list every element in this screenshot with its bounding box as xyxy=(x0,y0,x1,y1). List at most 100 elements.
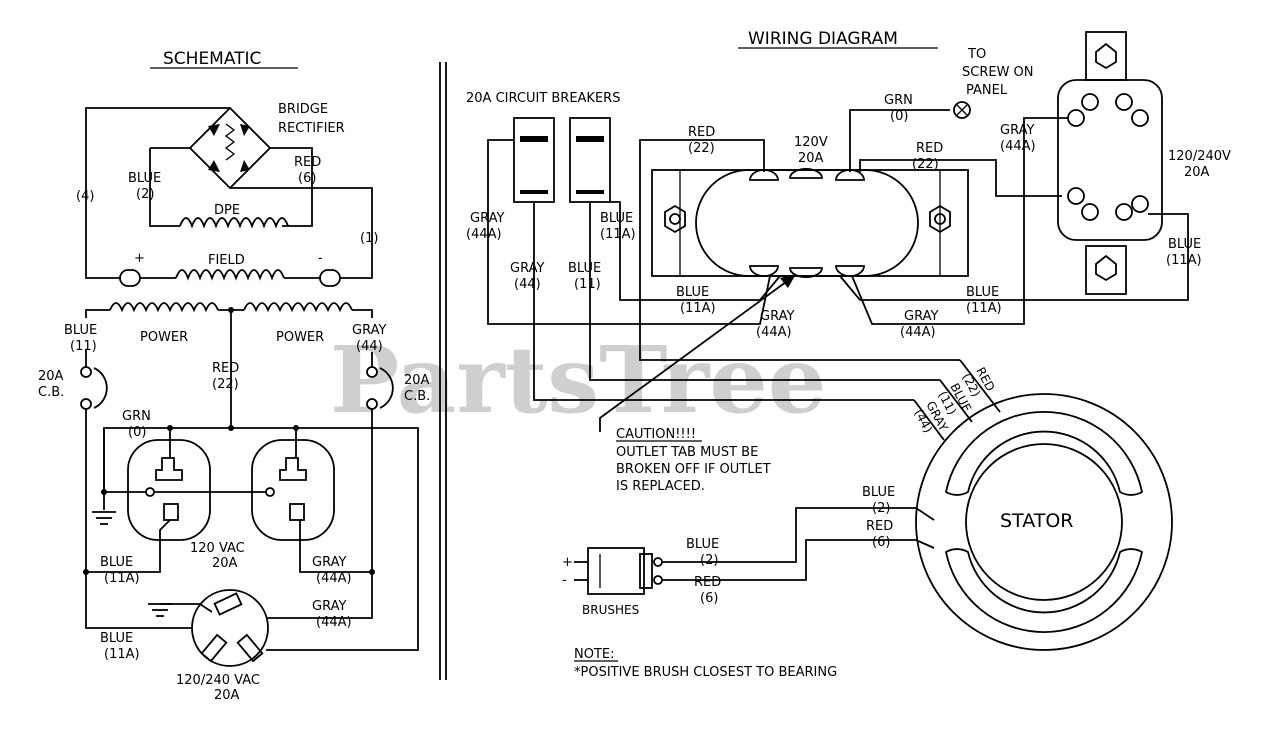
outlet-240v xyxy=(96,589,314,667)
gray-44-label-1: GRAY xyxy=(352,323,386,338)
blue-11a-far-label-2: (11A) xyxy=(1166,253,1202,268)
outlet-120v-label-2: 20A xyxy=(798,151,824,166)
brush-assembly xyxy=(574,547,663,595)
dpe-label: DPE xyxy=(214,203,240,218)
cb-right-label-2: C.B. xyxy=(404,389,430,404)
gray-44a-left-label-2: (44A) xyxy=(466,227,502,242)
outlet-120v-duplex xyxy=(651,167,969,279)
red-22-left-label-1: RED xyxy=(688,125,715,140)
wiring-title: WIRING DIAGRAM xyxy=(748,29,898,49)
gray-44-label-2: (44) xyxy=(356,339,383,354)
outlet-120-label-1: 120 VAC xyxy=(190,541,245,556)
brush-minus: - xyxy=(562,573,567,588)
field-label: FIELD xyxy=(208,253,245,268)
blue-11-label-2: (11) xyxy=(574,277,601,292)
caution-line-3: IS REPLACED. xyxy=(616,479,705,494)
stator xyxy=(915,393,1173,651)
outlet-240-label-2: 20A xyxy=(214,688,240,703)
gray-44a-label-2b: (44A) xyxy=(316,615,352,630)
circuit-breaker-1 xyxy=(513,117,555,203)
blue-2-label-2: (2) xyxy=(136,187,154,202)
circuit-breaker-right xyxy=(314,352,394,619)
schematic-title: SCHEMATIC xyxy=(163,49,261,69)
dpe-coil xyxy=(179,217,289,229)
stator-red-6-label-2: (6) xyxy=(872,535,890,550)
section-divider xyxy=(439,62,447,680)
outlet-120v-label-1: 120V xyxy=(794,135,828,150)
red-22-left-label-2: (22) xyxy=(688,141,715,156)
stator-blue-2-label-1: BLUE xyxy=(862,485,895,500)
circuit-breaker-2 xyxy=(569,117,611,203)
wire-1-label: (1) xyxy=(360,231,378,246)
gray-44a-top-label-2: (44A) xyxy=(1000,139,1036,154)
blue-11a-cb-label-2: (11A) xyxy=(600,227,636,242)
stator-red-6-label-1: RED xyxy=(866,519,893,534)
brushes-label: BRUSHES xyxy=(582,603,639,617)
to-screw-label-3: PANEL xyxy=(966,83,1008,98)
gray-44-label-1: GRAY xyxy=(510,261,544,276)
outlet-120-label-2: 20A xyxy=(212,556,238,571)
ground-symbol-2 xyxy=(148,603,172,617)
blue-2-label-1: BLUE xyxy=(128,171,161,186)
outlet-120v-left xyxy=(127,428,211,541)
wiring-section: WIRING DIAGRAM TO SCREW ON PANEL 20A CIR… xyxy=(466,29,1231,680)
caution-line-2: BROKEN OFF IF OUTLET xyxy=(616,462,771,477)
gray-44a-mid-label-1: GRAY xyxy=(760,309,794,324)
to-screw-label-2: SCREW ON xyxy=(962,65,1034,80)
gray-44a-left-label-1: GRAY xyxy=(470,211,504,226)
gray-44a-label-1a: GRAY xyxy=(312,555,346,570)
blue-11-label-2: (11) xyxy=(70,339,97,354)
power-left-label: POWER xyxy=(140,330,188,345)
stator-label: STATOR xyxy=(1000,510,1073,532)
blue-11a-mid-label-1: BLUE xyxy=(676,285,709,300)
schematic-section: SCHEMATIC BRIDGE RECTIFIER (4) (1) BLUE … xyxy=(38,49,430,703)
ground-symbol-1 xyxy=(92,511,116,525)
blue-11a-right-label-2: (11A) xyxy=(966,301,1002,316)
outlet-240v-twistlock xyxy=(1057,31,1163,295)
caution-line-1: OUTLET TAB MUST BE xyxy=(616,445,758,460)
bridge-rectifier-label-1: BRIDGE xyxy=(278,102,328,117)
outlet-120v-right xyxy=(251,428,335,541)
wire-4-label: (4) xyxy=(76,189,94,204)
outlet-240v-label-2: 20A xyxy=(1184,165,1210,180)
cb-left-label-1: 20A xyxy=(38,369,64,384)
note-text: *POSITIVE BRUSH CLOSEST TO BEARING xyxy=(574,665,837,680)
gray-44a-right-label-2: (44A) xyxy=(900,325,936,340)
red-22-label-2: (22) xyxy=(212,377,239,392)
blue-11a-cb-label-1: BLUE xyxy=(600,211,633,226)
gray-44a-mid-label-2: (44A) xyxy=(756,325,792,340)
note-title: NOTE: xyxy=(574,647,615,662)
grn-0-label-2: (0) xyxy=(128,425,146,440)
blue-11a-right-label-1: BLUE xyxy=(966,285,999,300)
red-22-right-label-1: RED xyxy=(916,141,943,156)
gray-44a-top-label-1: GRAY xyxy=(1000,123,1034,138)
grn-0-label-2: (0) xyxy=(890,109,908,124)
outlet-240v-label-1: 120/240V xyxy=(1168,149,1231,164)
field-plus: + xyxy=(134,251,145,266)
stator-blue-2-label-2: (2) xyxy=(872,501,890,516)
blue-11a-label-1a: BLUE xyxy=(100,555,133,570)
blue-11a-far-label-1: BLUE xyxy=(1168,237,1201,252)
field-minus: - xyxy=(318,251,323,266)
bridge-rectifier xyxy=(188,106,272,190)
wire-4 xyxy=(85,107,230,279)
cb-right-label-1: 20A xyxy=(404,373,430,388)
bridge-rectifier-label-2: RECTIFIER xyxy=(278,121,345,136)
grn-0-label-1: GRN xyxy=(884,93,913,108)
gray-44a-right-label-1: GRAY xyxy=(904,309,938,324)
red-6-label-1: RED xyxy=(294,155,321,170)
brush-red-label-2: (6) xyxy=(700,591,718,606)
gray-44a-label-2a: GRAY xyxy=(312,599,346,614)
red-22-right-label-2: (22) xyxy=(912,157,939,172)
brush-red-label-1: RED xyxy=(694,575,721,590)
to-screw-label-1: TO xyxy=(967,47,986,62)
wire-1 xyxy=(230,187,373,279)
caution-title: CAUTION!!!! xyxy=(616,427,696,442)
brush-blue-label-2: (2) xyxy=(700,553,718,568)
brush-plus: + xyxy=(562,555,573,570)
circuit-breakers-label: 20A CIRCUIT BREAKERS xyxy=(466,91,620,106)
red-6-label-2: (6) xyxy=(298,171,316,186)
blue-11a-label-1b: (11A) xyxy=(104,571,140,586)
blue-11a-mid-label-2: (11A) xyxy=(680,301,716,316)
